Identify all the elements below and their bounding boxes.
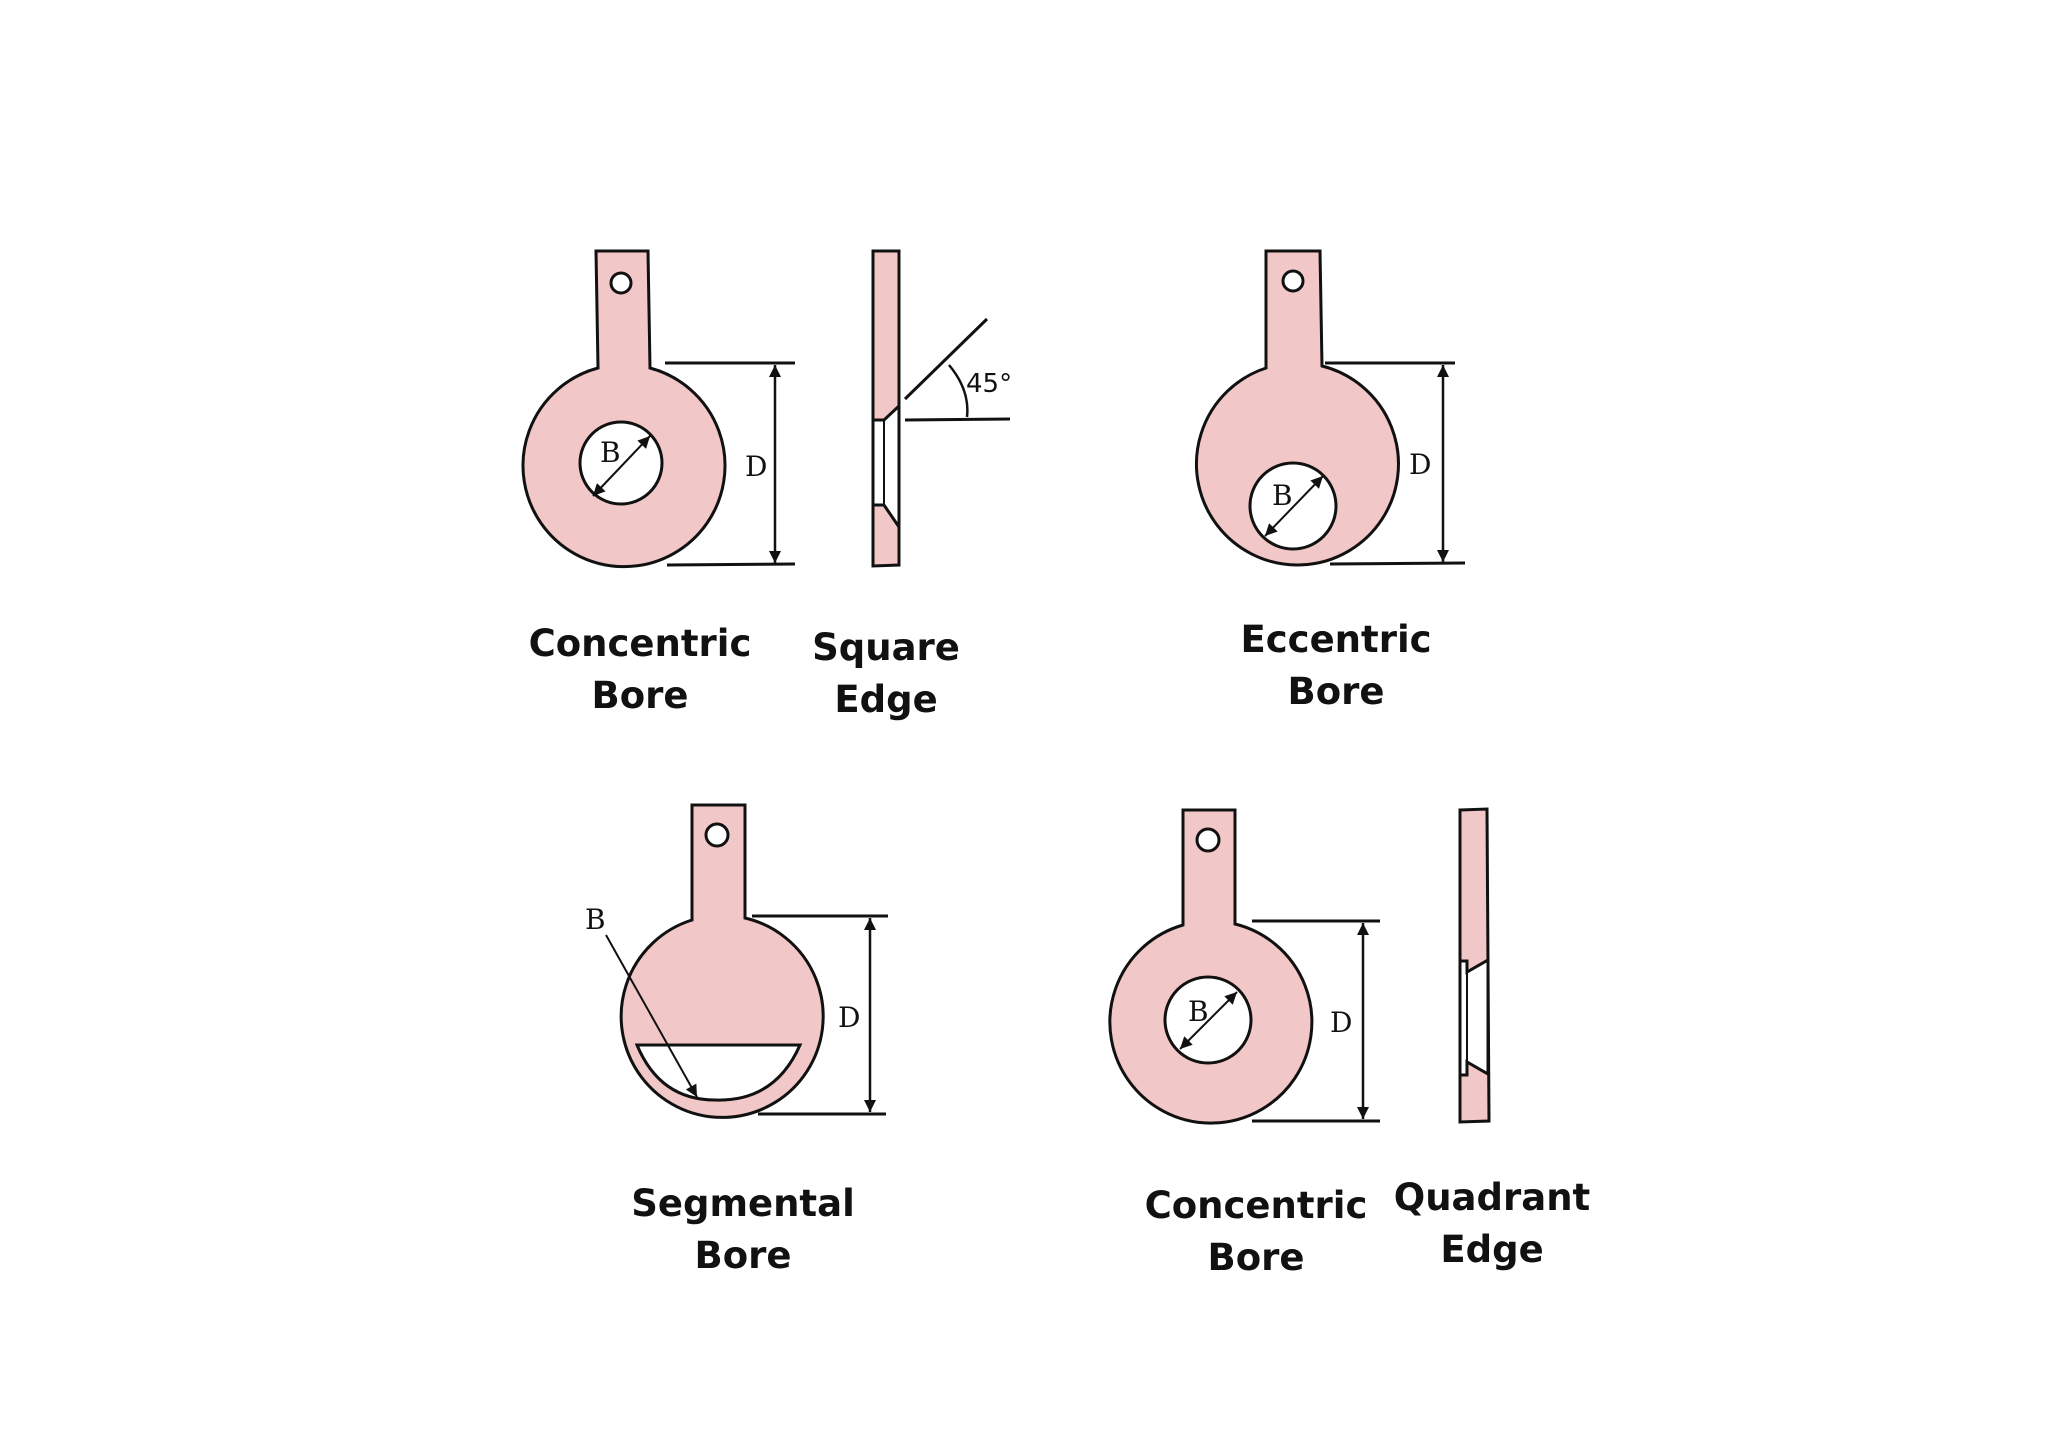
label-line-1: Concentric <box>528 622 752 665</box>
angle-label: 45° <box>966 369 1012 399</box>
label-concentric-bore-1: Concentric Bore <box>529 618 752 722</box>
label-line-2: Bore <box>1207 1236 1305 1279</box>
label-segmental-bore: Segmental Bore <box>631 1178 855 1282</box>
diameter-label-5: D <box>1330 1006 1352 1039</box>
label-line-1: Segmental <box>631 1182 855 1225</box>
handle-hole <box>609 271 633 295</box>
diameter-dimension-1 <box>665 361 796 567</box>
label-line-2: Bore <box>1287 670 1385 713</box>
bore-label-5: B <box>1188 995 1209 1028</box>
handle-hole <box>1281 269 1305 293</box>
label-line-2: Edge <box>834 678 938 721</box>
quadrant-edge-side-view <box>1458 807 1491 1124</box>
plate-handle-and-disc <box>1194 249 1400 567</box>
label-line-1: Concentric <box>1144 1184 1368 1227</box>
diameter-label-1: D <box>745 450 767 483</box>
label-concentric-bore-2: Concentric Bore <box>1145 1180 1368 1284</box>
square-edge-side-view <box>871 249 901 568</box>
concentric-bore-plate-2 <box>1108 808 1314 1125</box>
eccentric-bore-plate <box>1194 249 1400 567</box>
handle-hole <box>704 822 730 848</box>
bore-dimension-arrow-2 <box>1264 475 1324 537</box>
concentric-bore-plate-1 <box>521 249 727 569</box>
label-line-2: Bore <box>591 674 689 717</box>
diameter-label-2: D <box>1409 448 1431 481</box>
segmental-bore-plate <box>619 803 825 1119</box>
bore-dimension-arrow-1 <box>592 435 651 497</box>
angle-indicator <box>903 317 1011 422</box>
label-line-1: Square <box>812 626 960 669</box>
segmental-opening <box>634 1043 803 1102</box>
diameter-dimension-2 <box>1325 361 1466 566</box>
edge-cutout <box>1458 957 1490 1077</box>
label-line-2: Bore <box>694 1234 792 1277</box>
diameter-dimension-5 <box>1252 919 1380 1123</box>
label-eccentric-bore: Eccentric Bore <box>1240 614 1431 718</box>
plate-handle-and-disc <box>521 249 727 569</box>
bore-dimension-arrow-5 <box>1179 991 1238 1050</box>
label-square-edge: Square Edge <box>812 622 960 726</box>
diameter-label-3: D <box>838 1001 860 1034</box>
label-line-1: Quadrant <box>1393 1176 1591 1219</box>
bore-label-2: B <box>1272 479 1293 512</box>
label-quadrant-edge: Quadrant Edge <box>1394 1172 1591 1276</box>
plate-handle-and-disc <box>619 803 825 1119</box>
diameter-dimension-3 <box>752 914 888 1116</box>
bore-hole <box>578 420 664 506</box>
bore-dimension-arrow-3 <box>605 934 698 1098</box>
bore-label-3: B <box>585 903 606 936</box>
bore-label-1: B <box>600 436 621 469</box>
label-line-2: Edge <box>1440 1228 1544 1271</box>
label-line-1: Eccentric <box>1240 618 1432 661</box>
handle-hole <box>1195 827 1221 853</box>
plate-handle-and-disc <box>1108 808 1314 1125</box>
